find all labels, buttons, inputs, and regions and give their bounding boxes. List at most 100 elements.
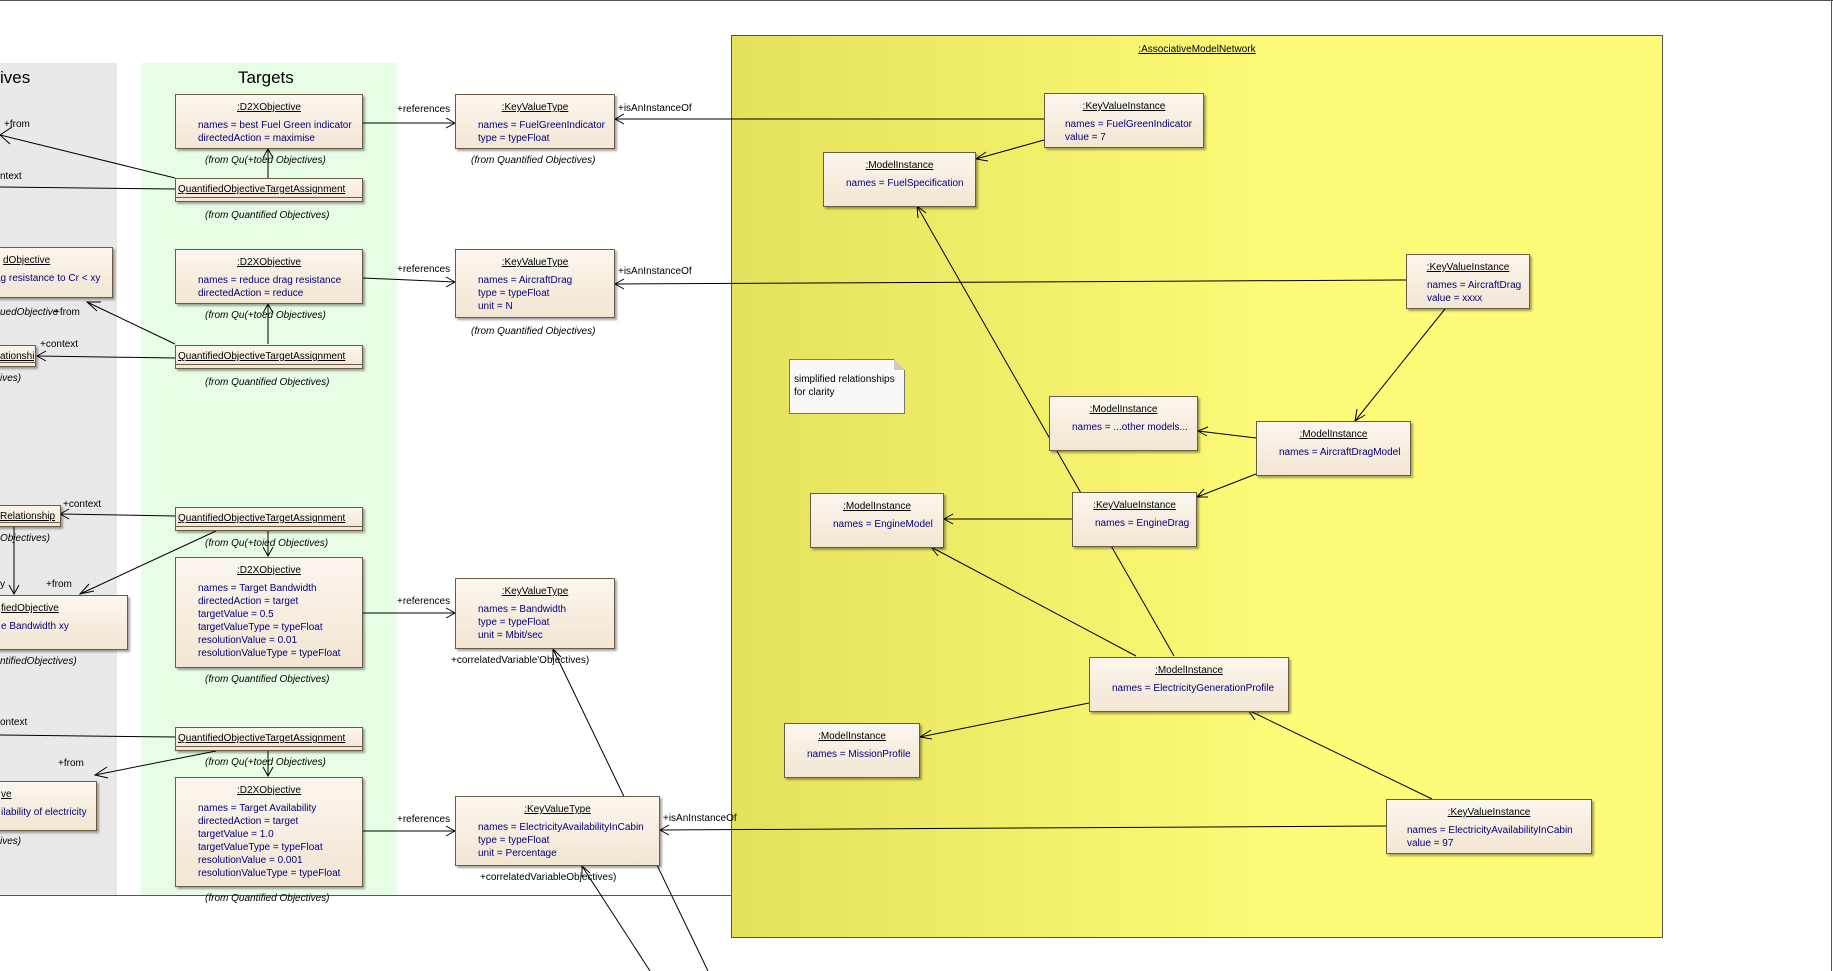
- partial-caption-a: uedObjective: [0, 307, 59, 318]
- partial-objective-box-1[interactable]: dObjective ag resistance to Cr < xy: [0, 247, 113, 298]
- model-instance-other-models[interactable]: :ModelInstance names = ...other models..…: [1049, 396, 1198, 451]
- objectives-lane: [0, 63, 117, 895]
- key-value-instance-aircraft-drag[interactable]: :KeyValueInstance names = AircraftDrag v…: [1406, 254, 1530, 309]
- object-title: :ModelInstance: [1155, 665, 1223, 676]
- partial-objective-box-2[interactable]: fiedObjective e Bandwidth xy: [0, 595, 128, 650]
- attribute-line: directedAction = target: [198, 596, 299, 607]
- object-title: :ModelInstance: [818, 731, 886, 742]
- network-title: :AssociativeModelNetwork: [1138, 44, 1256, 55]
- attribute-line: resolutionValueType = typeFloat: [198, 868, 341, 879]
- model-instance-electricity-generation[interactable]: :ModelInstance names = ElectricityGenera…: [1089, 657, 1289, 712]
- object-attributes: names = Target Bandwidth directedAction …: [176, 582, 362, 660]
- edge-kvi2-mi-drag: [1354, 308, 1446, 422]
- attribute-line: targetValue = 1.0: [198, 829, 274, 840]
- attribute-line: names = FuelSpecification: [846, 178, 964, 189]
- object-title: :KeyValueType: [501, 257, 569, 268]
- label-from-4: +from: [58, 758, 84, 769]
- attribute-line: targetValue = 0.5: [198, 609, 274, 620]
- caption-obj2: (from Qu(+toed Objectives): [205, 310, 326, 321]
- attribute-line: type = typeFloat: [478, 288, 550, 299]
- label-references-2: +references: [397, 264, 451, 275]
- attribute-line: names = best Fuel Green indicator: [198, 120, 352, 131]
- label-context-partial-1: ntext: [0, 171, 22, 182]
- object-attributes: names = EngineModel: [811, 518, 943, 531]
- object-attributes: names = AircraftDrag type = typeFloat un…: [456, 274, 614, 313]
- attribute-line: names = AircraftDrag: [478, 275, 573, 286]
- attribute-line: names = AircraftDragModel: [1279, 447, 1401, 458]
- edge-assign3-rel2: [59, 513, 176, 517]
- key-value-instance-fuel-green[interactable]: :KeyValueInstance names = FuelGreenIndic…: [1044, 93, 1204, 148]
- attribute-line: resolutionValueType = typeFloat: [198, 648, 341, 659]
- key-value-type-bandwidth[interactable]: :KeyValueType names = Bandwidth type = t…: [455, 578, 615, 649]
- arrow-head: [1195, 488, 1208, 498]
- attribute-line: resolutionValue = 0.001: [198, 855, 303, 866]
- object-attributes: names = ElectricityAvailabilityInCabin v…: [1387, 824, 1591, 850]
- d2x-objective-bandwidth[interactable]: :D2XObjective names = Target Bandwidth d…: [175, 557, 363, 668]
- object-title: :ModelInstance: [1089, 404, 1158, 415]
- object-attributes: names = EngineDrag: [1073, 517, 1196, 530]
- arrow-head: [552, 647, 562, 660]
- key-value-instance-engine-drag[interactable]: :KeyValueInstance names = EngineDrag: [1072, 492, 1197, 547]
- caption-obj3: (from Quantified Objectives): [205, 674, 330, 685]
- key-value-type-aircraft-drag[interactable]: :KeyValueType names = AircraftDrag type …: [455, 249, 615, 318]
- edge-assign3-box2: [79, 530, 217, 595]
- attribute-line: resolutionValue = 0.01: [198, 635, 298, 646]
- partial-relationship-2[interactable]: Relationship: [0, 505, 61, 527]
- label-references-1: +references: [397, 104, 451, 115]
- d2x-objective-availability[interactable]: :D2XObjective names = Target Availabilit…: [175, 777, 363, 887]
- object-attributes: names = ...other models...: [1050, 421, 1197, 434]
- attribute-line: targetValueType = typeFloat: [198, 622, 323, 633]
- partial-objective-title-2: fiedObjective: [1, 603, 59, 614]
- attribute-line: names = reduce drag resistance: [198, 275, 342, 286]
- arrow-head: [1196, 426, 1209, 437]
- attribute-line: names = ...other models...: [1072, 422, 1188, 433]
- model-instance-aircraft-drag-model[interactable]: :ModelInstance names = AircraftDragModel: [1256, 421, 1411, 476]
- partial-relationship-1[interactable]: ationship: [0, 345, 36, 367]
- d2x-objective-fuel-green[interactable]: :D2XObjective names = best Fuel Green in…: [175, 94, 363, 149]
- caption-kv2: (from Quantified Objectives): [471, 326, 596, 337]
- partial-objective-title-3: ve: [1, 789, 12, 800]
- key-value-instance-electricity[interactable]: :KeyValueInstance names = ElectricityAva…: [1386, 799, 1592, 854]
- object-title: :KeyValueType: [501, 102, 569, 113]
- assignment-2[interactable]: QuantifiedObjectiveTargetAssignment: [175, 345, 363, 369]
- assignment-3[interactable]: QuantifiedObjectiveTargetAssignment: [175, 507, 363, 531]
- attribute-line: targetValueType = typeFloat: [198, 842, 323, 853]
- model-instance-fuel-specification[interactable]: :ModelInstance names = FuelSpecification: [823, 152, 976, 207]
- object-attributes: names = FuelSpecification: [824, 177, 975, 190]
- partial-objective-box-3[interactable]: ve ilability of electricity: [0, 781, 97, 831]
- partial-caption-c: Objectives): [0, 533, 51, 544]
- d2x-objective-drag[interactable]: :D2XObjective names = reduce drag resist…: [175, 249, 363, 304]
- attribute-line: names = AircraftDrag: [1427, 280, 1522, 291]
- lane-bottom-line: [0, 895, 731, 896]
- object-title: :ModelInstance: [865, 160, 934, 171]
- object-attributes: names = FuelGreenIndicator value = 7: [1045, 118, 1203, 144]
- attribute-line: names = MissionProfile: [807, 749, 911, 760]
- edge-mi-elec-mi-engine: [930, 546, 1137, 657]
- attribute-line: names = Target Bandwidth: [198, 583, 317, 594]
- object-title: :D2XObjective: [237, 257, 301, 268]
- edge-kvi3-instance-kv4: [659, 825, 1387, 831]
- attribute-line: type = typeFloat: [478, 133, 550, 144]
- key-value-type-fuel-green[interactable]: :KeyValueType names = FuelGreenIndicator…: [455, 94, 615, 149]
- label-from-1: +from: [4, 119, 30, 130]
- assignment-1[interactable]: QuantifiedObjectiveTargetAssignment: [175, 178, 363, 202]
- partial-objective-title-1: dObjective: [3, 255, 51, 266]
- arrow-head: [0, 126, 13, 145]
- partial-objective-attr-3: ilability of electricity: [1, 807, 87, 818]
- model-instance-mission-profile[interactable]: :ModelInstance names = MissionProfile: [784, 723, 920, 778]
- key-value-type-electricity[interactable]: :KeyValueType names = ElectricityAvailab…: [455, 796, 660, 866]
- assignment-4[interactable]: QuantifiedObjectiveTargetAssignment: [175, 727, 363, 751]
- edge-assign2-box1: [86, 301, 176, 345]
- objectives-lane-title: ives: [0, 68, 31, 87]
- arrow-head: [918, 729, 933, 740]
- arrow-head: [613, 113, 625, 125]
- arrow-head: [78, 583, 95, 595]
- caption-kv1: (from Quantified Objectives): [471, 155, 596, 166]
- model-instance-engine-model[interactable]: :ModelInstance names = EngineModel: [810, 493, 944, 548]
- object-title: :KeyValueType: [524, 804, 591, 815]
- object-title: :KeyValueInstance: [1093, 500, 1176, 511]
- partial-relationship-1-label: ationship: [0, 351, 35, 362]
- label-references-4: +references: [397, 814, 451, 825]
- note-simplified-relationships: simplified relationships for clarity: [789, 359, 905, 414]
- object-title: :ModelInstance: [1299, 429, 1368, 440]
